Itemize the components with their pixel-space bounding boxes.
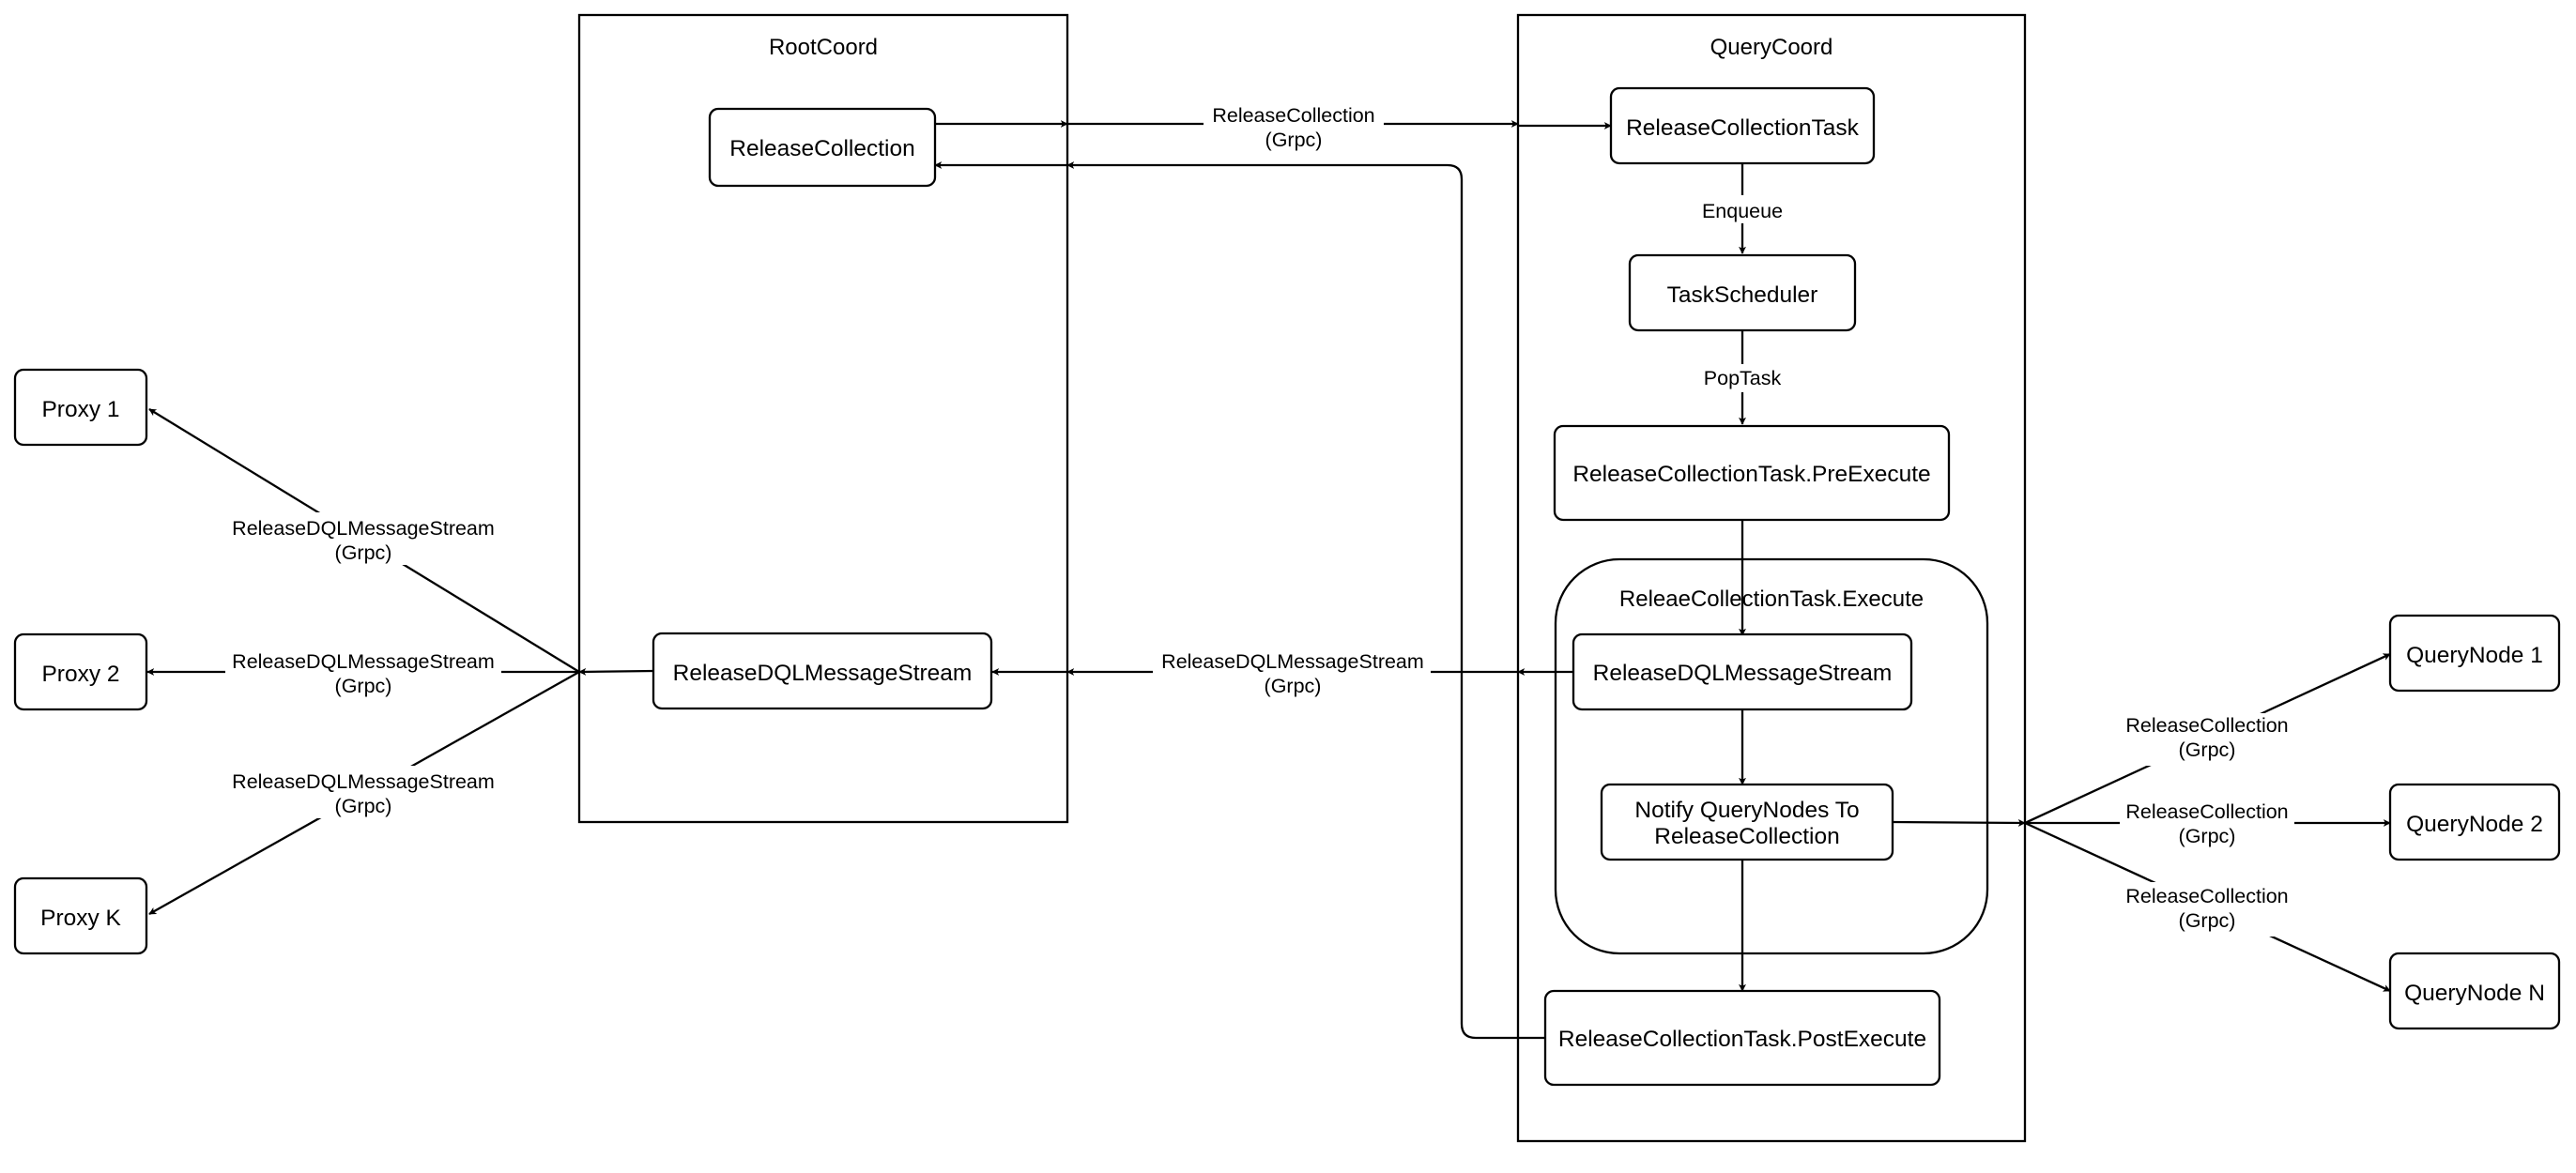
label-to-querynode-1: ReleaseCollection (Grpc)	[2120, 713, 2294, 766]
svg-text:ReleaseDQLMessageStream: ReleaseDQLMessageStream	[673, 661, 973, 686]
svg-text:(Grpc): (Grpc)	[2179, 739, 2236, 761]
svg-text:ReleaseDQLMessageStream: ReleaseDQLMessageStream	[1161, 650, 1424, 673]
root-coord-title: RootCoord	[769, 35, 878, 60]
svg-text:PopTask: PopTask	[1704, 367, 1782, 389]
label-qc-to-root-stream: ReleaseDQLMessageStream (Grpc)	[1153, 646, 1431, 698]
svg-text:Proxy K: Proxy K	[40, 906, 121, 931]
svg-text:ReleaseDQLMessageStream: ReleaseDQLMessageStream	[1593, 661, 1893, 686]
svg-text:(Grpc): (Grpc)	[335, 541, 392, 564]
node-querynode-1[interactable]: QueryNode 1	[2388, 614, 2561, 693]
node-release-collection-task[interactable]: ReleaseCollectionTask	[1609, 86, 1876, 165]
label-to-querynode-2: ReleaseCollection (Grpc)	[2120, 798, 2294, 850]
svg-text:(Grpc): (Grpc)	[1265, 129, 1323, 151]
svg-text:TaskScheduler: TaskScheduler	[1667, 282, 1818, 308]
node-proxy-k[interactable]: Proxy K	[13, 876, 148, 955]
node-qc-release-dql-stream[interactable]: ReleaseDQLMessageStream	[1572, 632, 1913, 711]
node-post-execute[interactable]: ReleaseCollectionTask.PostExecute	[1543, 989, 1941, 1087]
svg-text:ReleaseCollection: ReleaseCollection	[729, 136, 914, 161]
node-proxy-1[interactable]: Proxy 1	[13, 368, 148, 447]
svg-text:QueryNode N: QueryNode N	[2404, 981, 2545, 1006]
svg-text:Proxy 1: Proxy 1	[41, 397, 119, 422]
edge-notify-to-boundary	[1892, 818, 2026, 827]
svg-text:QueryNode 1: QueryNode 1	[2406, 643, 2543, 668]
svg-text:ReleaseCollection: ReleaseCollection	[2125, 885, 2288, 907]
edges	[146, 120, 2391, 1040]
node-root-release-dql-stream[interactable]: ReleaseDQLMessageStream	[652, 632, 993, 710]
svg-text:ReleaseCollection: ReleaseCollection	[2125, 714, 2288, 737]
svg-text:ReleaseDQLMessageStream: ReleaseDQLMessageStream	[232, 517, 495, 540]
svg-text:ReleaseCollection: ReleaseCollection	[2125, 800, 2288, 823]
label-enqueue: Enqueue	[1699, 195, 1786, 223]
svg-text:(Grpc): (Grpc)	[335, 795, 392, 817]
label-to-proxy-2: ReleaseDQLMessageStream (Grpc)	[225, 646, 501, 698]
node-proxy-2[interactable]: Proxy 2	[13, 632, 148, 711]
svg-text:(Grpc): (Grpc)	[335, 675, 392, 697]
execute-group-title: ReleaeCollectionTask.Execute	[1619, 586, 1924, 612]
svg-text:ReleaseCollectionTask: ReleaseCollectionTask	[1626, 115, 1860, 141]
node-pre-execute[interactable]: ReleaseCollectionTask.PreExecute	[1553, 424, 1951, 522]
label-to-proxy-k: ReleaseDQLMessageStream (Grpc)	[225, 766, 501, 818]
svg-text:(Grpc): (Grpc)	[2179, 909, 2236, 932]
label-poptask: PopTask	[1701, 364, 1784, 392]
edge-postexecute-return	[1066, 161, 1545, 1040]
svg-text:ReleaseCollection: ReleaseCollection	[1654, 824, 1839, 849]
svg-text:ReleaseCollectionTask.PostExec: ReleaseCollectionTask.PostExecute	[1558, 1027, 1926, 1052]
svg-text:(Grpc): (Grpc)	[1265, 675, 1322, 697]
svg-text:ReleaseCollectionTask.PreExecu: ReleaseCollectionTask.PreExecute	[1572, 462, 1930, 487]
svg-text:Proxy 2: Proxy 2	[41, 662, 119, 687]
root-coord-container: RootCoord	[577, 13, 1069, 824]
svg-text:ReleaseCollection: ReleaseCollection	[1212, 104, 1374, 127]
execute-group: ReleaeCollectionTask.Execute	[1554, 557, 1989, 955]
node-querynode-2[interactable]: QueryNode 2	[2388, 783, 2561, 861]
query-coord-container: QueryCoord	[1516, 13, 2027, 1143]
svg-text:ReleaseDQLMessageStream: ReleaseDQLMessageStream	[232, 650, 495, 673]
node-notify-querynodes[interactable]: Notify QueryNodes To ReleaseCollection	[1600, 783, 1894, 861]
node-querynode-n[interactable]: QueryNode N	[2388, 952, 2561, 1030]
label-to-querynode-n: ReleaseCollection (Grpc)	[2120, 882, 2294, 937]
svg-text:Notify QueryNodes To: Notify QueryNodes To	[1634, 798, 1859, 823]
label-to-proxy-1: ReleaseDQLMessageStream (Grpc)	[225, 512, 501, 565]
svg-text:QueryNode 2: QueryNode 2	[2406, 812, 2543, 837]
edge-root-stream-to-boundary	[578, 667, 654, 676]
svg-text:Enqueue: Enqueue	[1702, 200, 1783, 222]
node-root-release-collection[interactable]: ReleaseCollection	[708, 107, 937, 188]
edge-labels: ReleaseCollection (Grpc) Enqueue PopTask…	[225, 101, 2294, 937]
query-coord-title: QueryCoord	[1710, 35, 1833, 60]
svg-text:ReleaseDQLMessageStream: ReleaseDQLMessageStream	[232, 770, 495, 793]
label-rc-to-task: ReleaseCollection (Grpc)	[1204, 101, 1384, 154]
node-task-scheduler[interactable]: TaskScheduler	[1628, 253, 1857, 332]
svg-text:(Grpc): (Grpc)	[2179, 825, 2236, 847]
